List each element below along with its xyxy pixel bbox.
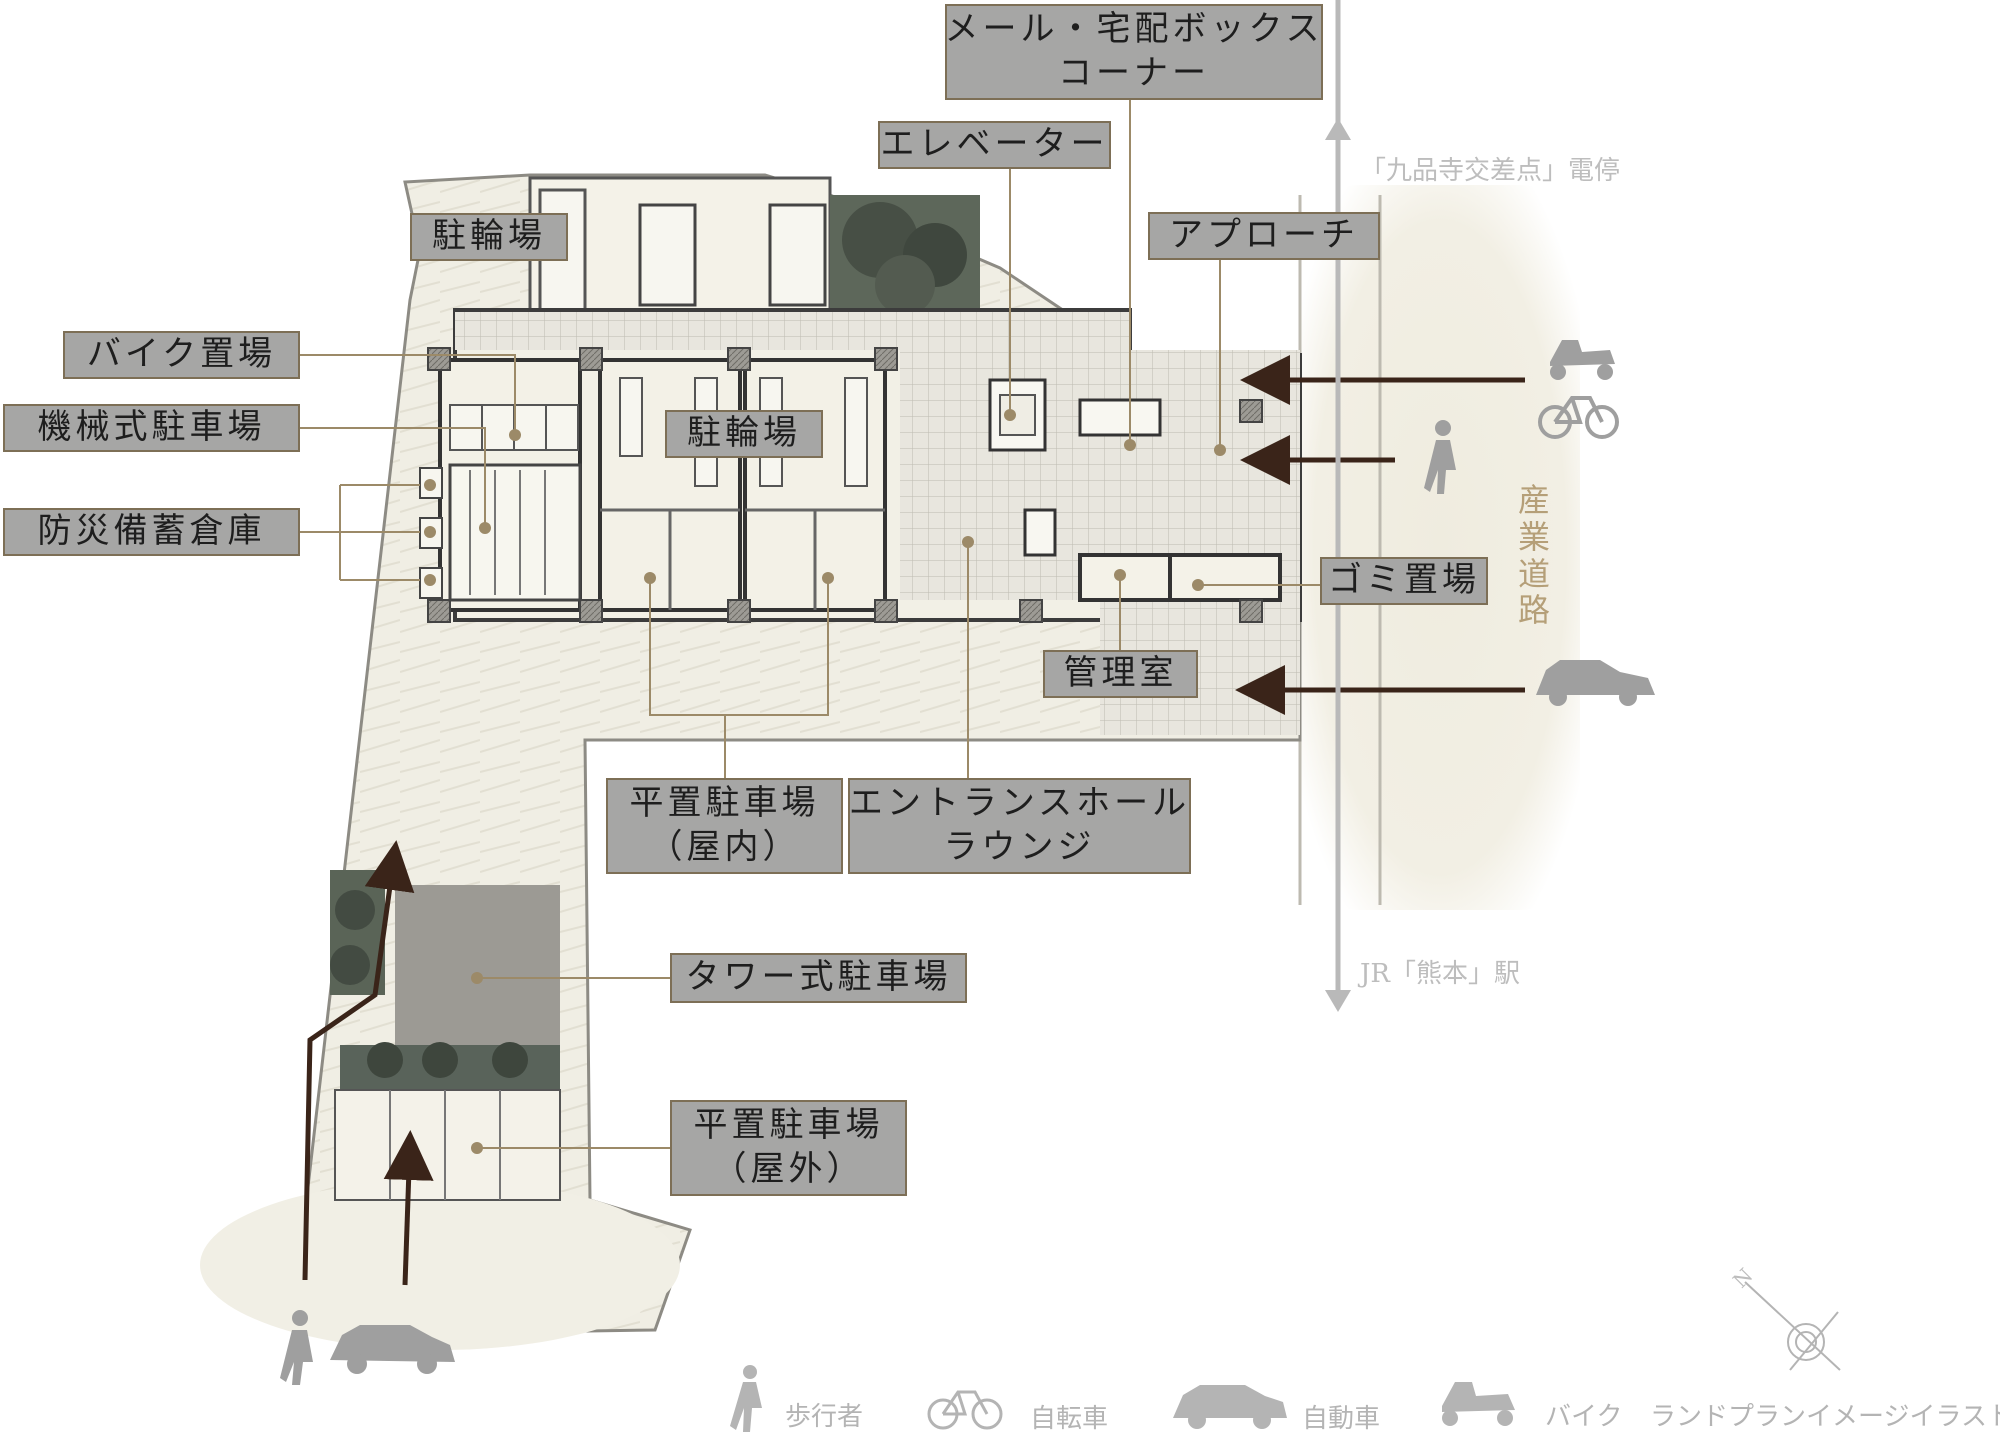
approach-arrows	[302, 355, 1525, 1286]
label-bicycle-parking-center-text: 駐輪場	[687, 413, 801, 454]
legend-pedestrian-label: 歩行者	[785, 1402, 864, 1432]
outdoor-parking-area	[334, 1089, 561, 1201]
label-mail-box-corner: メール・宅配ボックス コーナー	[945, 4, 1323, 100]
label-bicycle-parking-center: 駐輪場	[665, 410, 823, 458]
label-elevator: エレベーター	[878, 121, 1111, 169]
label-approach: アプローチ	[1148, 212, 1380, 260]
tree-cluster-top	[830, 195, 980, 315]
building-body	[419, 308, 1302, 735]
label-entrance-hall-line2: ラウンジ	[943, 827, 1096, 867]
label-bicycle-parking-top-text: 駐輪場	[432, 216, 546, 257]
label-bicycle-parking-top: 駐輪場	[410, 213, 568, 261]
label-management-office: 管理室	[1043, 650, 1198, 698]
label-flat-parking-outdoor: 平置駐車場 （屋外）	[670, 1100, 907, 1196]
label-tower-parking-text: タワー式駐車場	[685, 957, 952, 998]
label-garbage-text: ゴミ置場	[1328, 560, 1480, 601]
legend-pedestrian-icon	[730, 1365, 762, 1432]
label-approach-text: アプローチ	[1169, 215, 1359, 256]
stair-2	[768, 203, 827, 307]
pedestrian-icon-entry	[280, 1310, 313, 1385]
legend-bicycle-label: 自転車	[1030, 1404, 1109, 1434]
legend-car-label: 自動車	[1302, 1404, 1381, 1434]
legend-motorbike-label: バイク	[1545, 1402, 1623, 1432]
direction-arrows	[1325, 0, 1351, 1012]
pedestrian-icon	[1424, 420, 1456, 494]
road-name-vertical: 産 業 道 路	[1518, 482, 1550, 629]
legend-bicycle-icon	[927, 1390, 1003, 1430]
label-mail-box-line2: コーナー	[1058, 53, 1210, 93]
label-mail-box-line1: メール・宅配ボックス	[944, 9, 1324, 50]
stair-1	[638, 203, 697, 307]
label-flat-parking-indoor-line1: 平置駐車場	[629, 783, 820, 824]
label-entrance-hall-lounge: エントランスホール ラウンジ	[848, 778, 1191, 874]
label-flat-parking-indoor-line2: （屋内）	[648, 827, 801, 867]
car-icon	[1536, 660, 1655, 706]
label-tower-parking: タワー式駐車場	[670, 953, 967, 1003]
label-disaster-storage: 防災備蓄倉庫	[3, 508, 300, 556]
legend-car-icon	[1173, 1385, 1287, 1429]
label-bike-parking: バイク置場	[63, 331, 300, 379]
leader-lines	[300, 95, 1320, 1149]
road-name-char-3: 道	[1518, 554, 1551, 593]
road-name-char-1: 産	[1518, 481, 1551, 519]
direction-south-station: JR「熊本」駅	[1360, 959, 1520, 989]
tower-parking-area	[330, 870, 560, 1090]
label-flat-parking-outdoor-line2: （屋外）	[712, 1149, 865, 1189]
label-mechanical-parking-text: 機械式駐車場	[37, 407, 266, 448]
label-disaster-storage-text: 防災備蓄倉庫	[37, 511, 266, 552]
motorbike-icon	[1550, 340, 1615, 380]
direction-north-tram: 「九品寺交差点」電停	[1360, 156, 1621, 186]
compass-rose	[1744, 1281, 1841, 1371]
map-caption: ランドプランイメージイラスト	[1650, 1402, 2000, 1432]
label-elevator-text: エレベーター	[880, 124, 1109, 165]
label-management-office-text: 管理室	[1063, 653, 1178, 694]
label-bike-parking-text: バイク置場	[86, 334, 277, 375]
leader-dots	[424, 409, 1226, 1154]
car-icon-entry	[330, 1325, 455, 1374]
road-name-char-4: 路	[1518, 591, 1551, 630]
road-name-char-2: 業	[1518, 517, 1551, 556]
label-entrance-hall-line1: エントランスホール	[848, 783, 1191, 824]
label-garbage: ゴミ置場	[1320, 557, 1488, 605]
label-flat-parking-outdoor-line1: 平置駐車場	[693, 1105, 884, 1146]
bicycle-icon	[1538, 396, 1619, 439]
label-flat-parking-indoor: 平置駐車場 （屋内）	[606, 778, 843, 874]
label-mechanical-parking: 機械式駐車場	[3, 404, 300, 452]
legend-motorbike-icon	[1442, 1382, 1515, 1426]
